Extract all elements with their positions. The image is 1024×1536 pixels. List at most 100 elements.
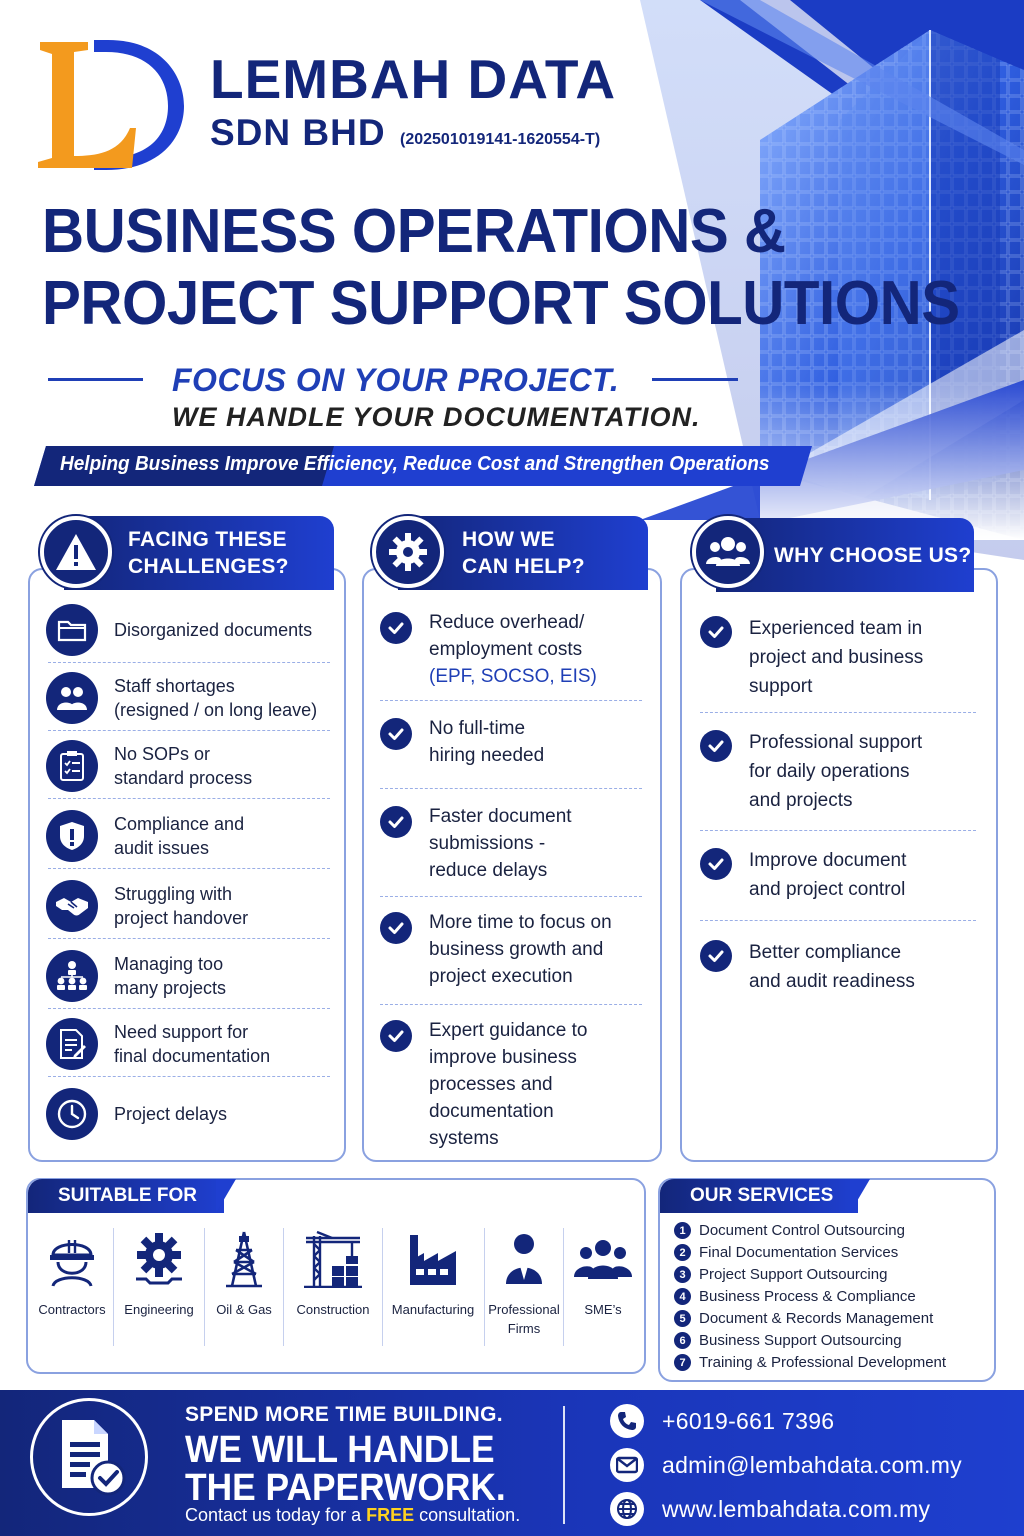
help-item-line: employment costs — [429, 639, 583, 660]
challenge-item: Project delays — [46, 1088, 332, 1140]
suitable-label: Contractors — [30, 1300, 114, 1319]
footer-divider — [563, 1406, 565, 1524]
service-label: Business Support Outsourcing — [699, 1332, 902, 1349]
service-label: Final Documentation Services — [699, 1244, 899, 1261]
check-circle-icon — [700, 848, 732, 880]
check-circle-icon — [700, 940, 732, 972]
why-divider — [700, 920, 976, 921]
help-item-line: improve business — [429, 1047, 577, 1068]
clock-icon — [46, 1088, 98, 1140]
why-item-line: Better compliance — [749, 942, 902, 963]
challenge-text: No SOPs or standard process — [114, 742, 252, 790]
why-divider — [700, 712, 976, 713]
suitable-divider — [113, 1228, 114, 1346]
lembah-data-logo — [38, 40, 184, 170]
challenge-line-1: No SOPs or — [114, 744, 211, 764]
why-panel — [680, 568, 998, 1162]
services-tab-tail — [850, 1179, 870, 1213]
check-circle-icon — [380, 806, 412, 838]
service-number-badge: 2 — [674, 1244, 691, 1261]
check-circle-icon — [380, 912, 412, 944]
challenge-line-1: Need support for — [114, 1022, 249, 1042]
title-line-1: BUSINESS OPERATIONS & — [42, 197, 786, 266]
help-item-text: Reduce overhead/employment costs(EPF, SO… — [429, 609, 649, 690]
company-registration: (202501019141-1620554-T) — [400, 131, 601, 148]
warning-icon — [40, 516, 112, 588]
suitable-label: Engineering — [116, 1300, 202, 1319]
check-circle-icon — [380, 718, 412, 750]
suitable-item: Contractors — [30, 1226, 114, 1319]
contact-phone[interactable]: +6019-661 7396 — [610, 1404, 834, 1438]
help-item-line: No full-time — [429, 718, 526, 739]
document-sign-icon — [46, 1018, 98, 1070]
shield-alert-icon — [46, 810, 98, 862]
title-line-2: PROJECT SUPPORT SOLUTIONS — [42, 269, 960, 338]
footer-bar — [0, 1390, 1024, 1536]
suitable-label-line-2: Firms — [507, 1321, 541, 1336]
service-label: Business Process & Compliance — [699, 1288, 916, 1305]
challenge-text: Staff shortages (resigned / on long leave… — [114, 674, 317, 722]
challenge-text: Disorganized documents — [114, 618, 312, 642]
challenge-line-2: many projects — [114, 978, 227, 998]
why-header: WHY CHOOSE US? — [716, 518, 974, 592]
challenge-divider — [48, 730, 330, 731]
challenge-line-2: (resigned / on long leave) — [114, 700, 318, 720]
help-item-line: systems — [429, 1128, 499, 1149]
why-title: WHY CHOOSE US? — [774, 543, 972, 567]
company-name: LEMBAH DATA — [210, 48, 617, 110]
why-item-line: and audit readiness — [749, 971, 915, 992]
suitable-tab-tail — [216, 1179, 236, 1213]
why-item-line: Experienced team in — [749, 618, 923, 639]
challenge-line-2: project handover — [114, 908, 249, 928]
tagline-rule-left — [48, 378, 143, 381]
challenges-title-line-2: CHALLENGES? — [128, 555, 289, 578]
help-divider — [380, 896, 642, 897]
phone-icon — [610, 1404, 644, 1438]
suitable-label-line-1: Engineering — [124, 1302, 194, 1317]
help-panel — [362, 568, 662, 1162]
service-label: Training & Professional Development — [699, 1354, 947, 1371]
service-number-badge: 6 — [674, 1332, 691, 1349]
challenge-line-1: Disorganized documents — [114, 620, 313, 640]
challenge-line-1: Staff shortages — [114, 676, 235, 696]
hard-hat-worker-icon — [30, 1226, 114, 1292]
why-item-line: Improve document — [749, 850, 907, 871]
globe-icon — [610, 1492, 644, 1526]
service-label: Project Support Outsourcing — [699, 1266, 888, 1283]
help-item-line: business growth and — [429, 939, 604, 960]
check-circle-icon — [380, 1020, 412, 1052]
help-item-line: project execution — [429, 966, 573, 987]
why-item-line: and project control — [749, 879, 906, 900]
suitable-label-line-1: Contractors — [38, 1302, 106, 1317]
help-item-line: submissions - — [429, 833, 546, 854]
tagline-primary: FOCUS ON YOUR PROJECT. — [172, 362, 620, 398]
engineering-gear-icon — [116, 1226, 202, 1292]
contact-website[interactable]: www.lembahdata.com.my — [610, 1492, 930, 1526]
challenge-line-2: standard process — [114, 768, 253, 788]
challenge-line-1: Compliance and — [114, 814, 245, 834]
help-item-line: Faster document — [429, 806, 572, 827]
help-item-line: reduce delays — [429, 860, 548, 881]
check-circle-icon — [700, 730, 732, 762]
service-label: Document & Records Management — [699, 1310, 934, 1327]
contact-email[interactable]: admin@lembahdata.com.my — [610, 1448, 962, 1482]
check-circle-icon — [700, 616, 732, 648]
help-item-line: processes and — [429, 1074, 553, 1095]
footer-line-3: THE PAPERWORK. — [185, 1467, 506, 1509]
why-item-text: Improve document and project control — [749, 846, 979, 904]
suitable-divider — [563, 1228, 564, 1346]
challenge-item: No SOPs or standard process — [46, 740, 332, 792]
benefit-banner-text: Helping Business Improve Efficiency, Red… — [60, 453, 770, 475]
challenge-line-1: Project delays — [114, 1104, 228, 1124]
checklist-icon — [46, 740, 98, 792]
cta-prefix: Contact us today for a — [185, 1505, 367, 1525]
challenges-panel — [28, 568, 346, 1162]
